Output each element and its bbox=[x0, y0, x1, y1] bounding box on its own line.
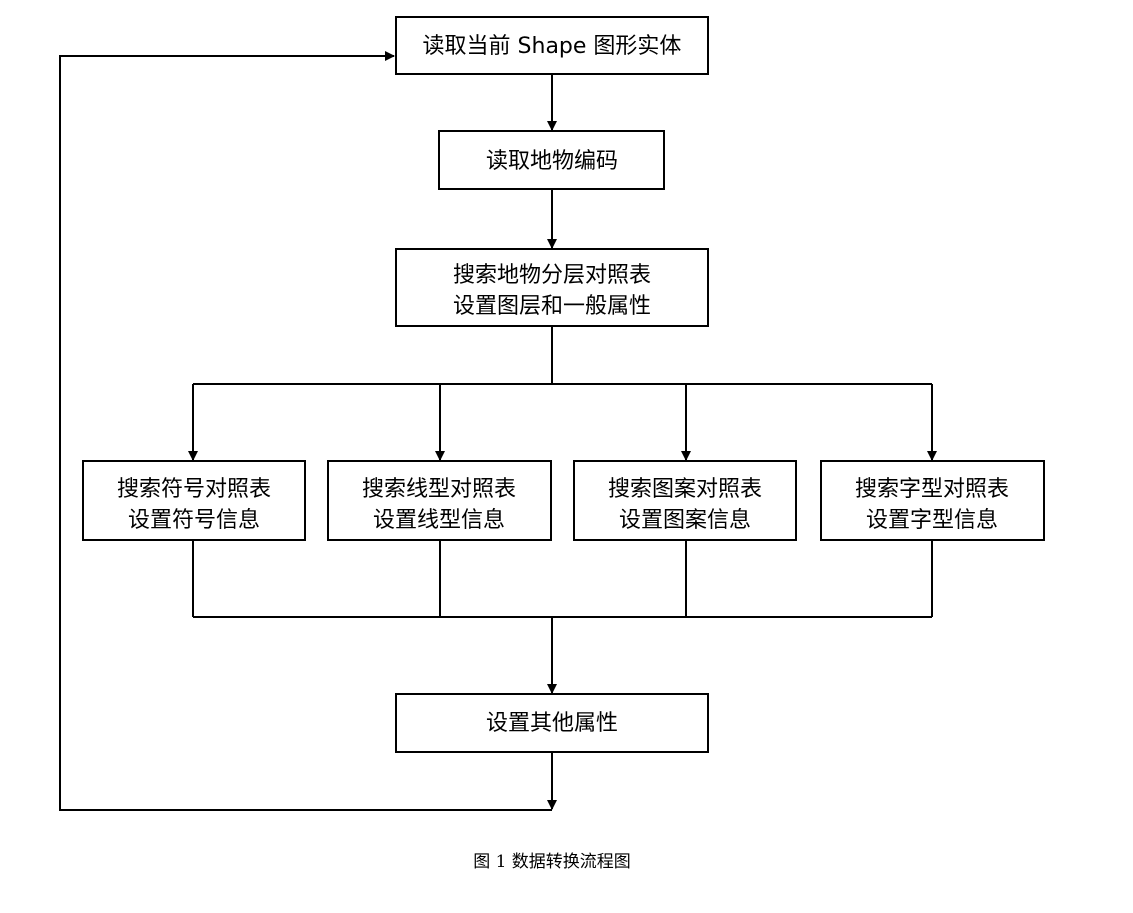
loop-back-line bbox=[59, 51, 552, 811]
layer-search-box bbox=[395, 248, 709, 327]
font-box bbox=[820, 460, 1045, 541]
other-attrs-box bbox=[395, 693, 709, 753]
layer-search-line2: 设置图层和一般属性 bbox=[453, 294, 651, 319]
layer-search-line1: 搜索地物分层对照表 bbox=[453, 263, 651, 288]
symbol-box bbox=[82, 460, 306, 541]
read-code-label: 读取地物编码 bbox=[486, 149, 618, 174]
linetype-line2: 设置线型信息 bbox=[373, 508, 505, 533]
read-entity-label: 读取当前 Shape 图形实体 bbox=[423, 34, 682, 59]
read-code-box bbox=[438, 130, 665, 190]
pattern-box bbox=[573, 460, 797, 541]
pattern-line2: 设置图案信息 bbox=[619, 508, 751, 533]
linetype-box bbox=[327, 460, 552, 541]
figure-caption: 图 1 数据转换流程图 bbox=[473, 852, 631, 872]
font-line1: 搜索字型对照表 bbox=[855, 477, 1009, 502]
symbol-line1: 搜索符号对照表 bbox=[117, 477, 271, 502]
font-line2: 设置字型信息 bbox=[866, 508, 998, 533]
linetype-line1: 搜索线型对照表 bbox=[362, 477, 516, 502]
pattern-line1: 搜索图案对照表 bbox=[608, 477, 762, 502]
other-attrs-label: 设置其他属性 bbox=[486, 711, 618, 736]
read-entity-box bbox=[395, 16, 709, 75]
symbol-line2: 设置符号信息 bbox=[128, 508, 260, 533]
